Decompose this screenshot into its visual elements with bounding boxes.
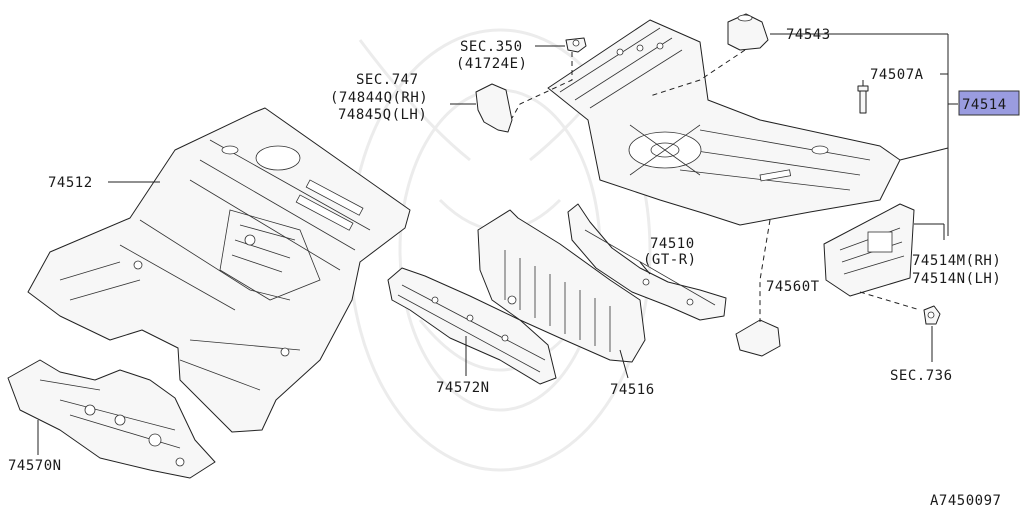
- label-sec350-ref: (41724E): [456, 56, 527, 72]
- part-74512-rear-floor[interactable]: [27, 107, 411, 433]
- part-74570n[interactable]: [7, 359, 216, 479]
- label-74560t: 74560T: [766, 279, 820, 295]
- part-74507a-bolt[interactable]: [857, 85, 869, 114]
- part-74510-gtr[interactable]: [567, 203, 727, 321]
- label-sec747-rh: (74844Q(RH): [330, 90, 428, 106]
- sec350-clip[interactable]: [565, 37, 587, 53]
- part-74514m-74514n-side-panel[interactable]: [823, 203, 915, 297]
- label-sec350: SEC.350: [460, 39, 523, 55]
- part-74516[interactable]: [477, 209, 646, 363]
- label-74510-gtr: (GT-R): [643, 252, 697, 268]
- sec736-grommet[interactable]: [923, 305, 941, 325]
- part-74560t[interactable]: [735, 319, 781, 357]
- diagram-code: A7450097: [930, 493, 1001, 509]
- label-74514[interactable]: 74514: [962, 97, 1007, 113]
- part-74543-mount[interactable]: [727, 13, 769, 51]
- label-74507a: 74507A: [870, 67, 924, 83]
- leader-lines: [37, 33, 958, 455]
- label-74512: 74512: [48, 175, 93, 191]
- label-74514n: 74514N(LH): [912, 271, 1001, 287]
- label-sec747: SEC.747: [356, 72, 419, 88]
- label-74516: 74516: [610, 382, 655, 398]
- label-74570n: 74570N: [8, 458, 62, 474]
- label-74510: 74510: [650, 236, 695, 252]
- label-74543: 74543: [786, 27, 831, 43]
- label-sec736: SEC.736: [890, 368, 953, 384]
- highlight-74514: [958, 90, 1020, 116]
- label-sec747-lh: 74845Q(LH): [338, 107, 427, 123]
- part-74514-spare-tire-floor[interactable]: [547, 19, 901, 226]
- part-74572n[interactable]: [387, 267, 557, 385]
- label-74514m: 74514M(RH): [912, 253, 1001, 269]
- sec747-bracket[interactable]: [475, 83, 513, 133]
- label-74572n: 74572N: [436, 380, 490, 396]
